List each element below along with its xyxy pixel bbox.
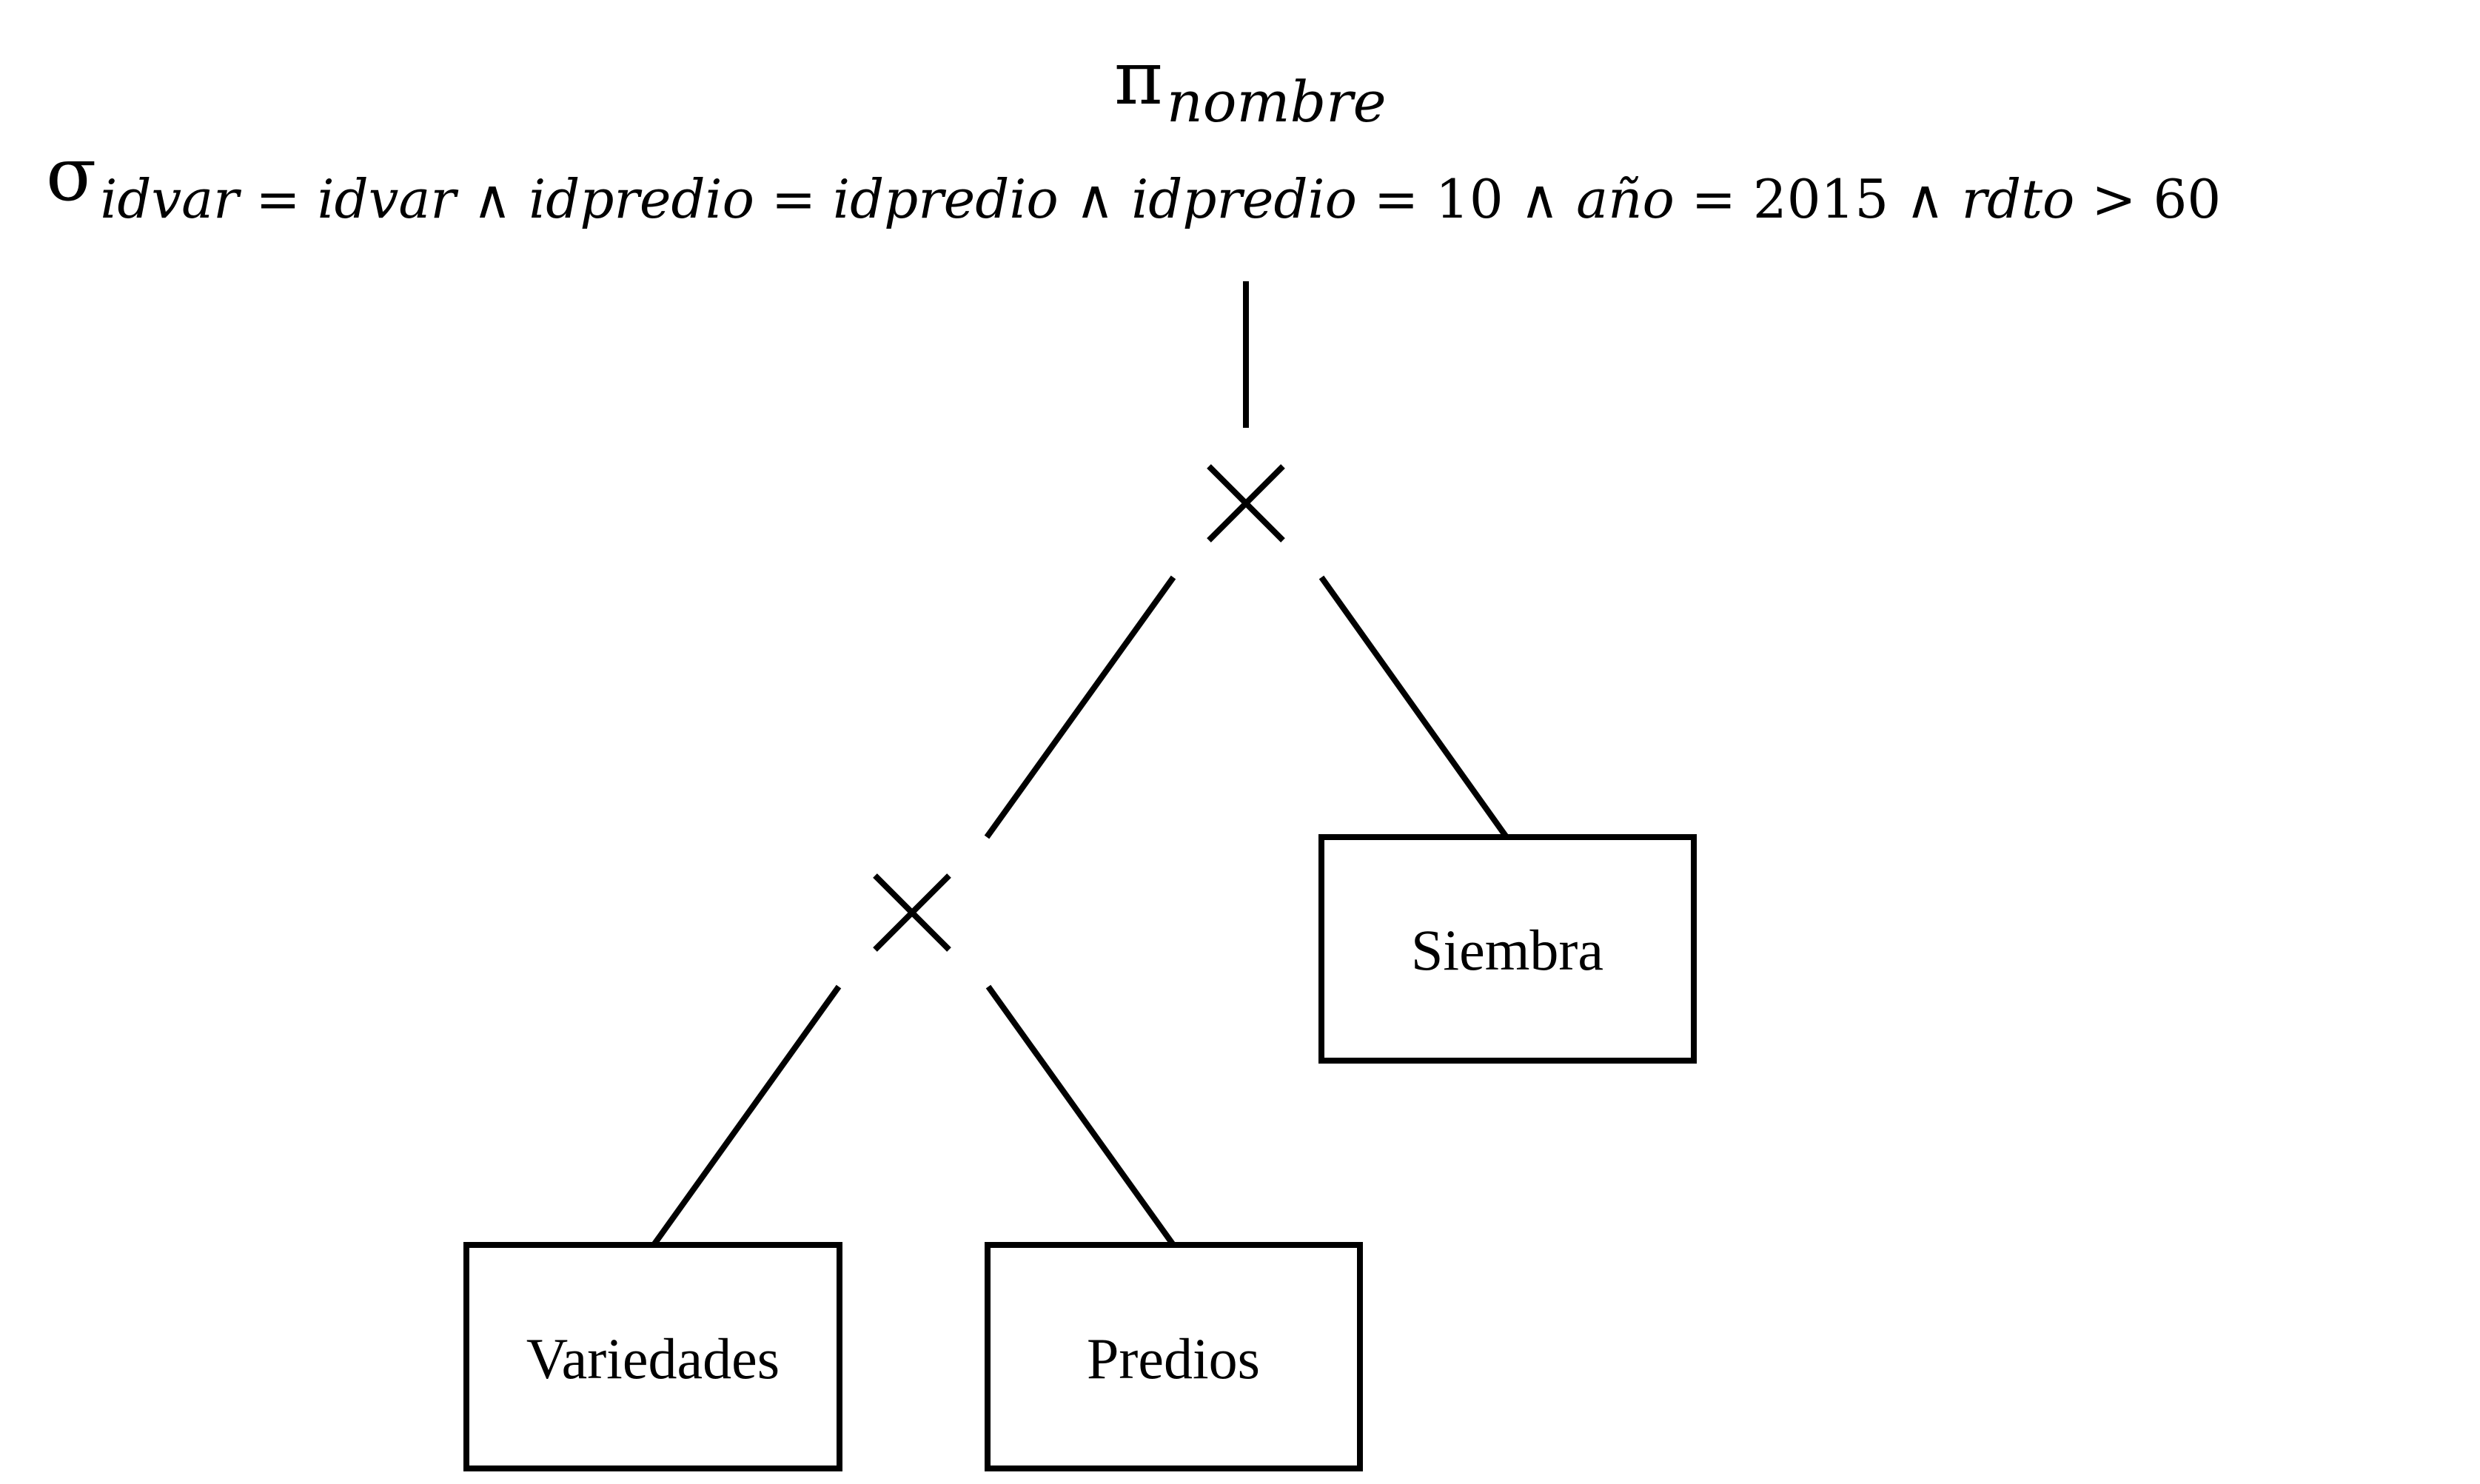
selection-condition-part: rdto <box>1962 168 2075 230</box>
edge-lower-join-to-variedades <box>651 984 842 1247</box>
projection-symbol: π <box>1114 35 1163 121</box>
selection-condition-part: = <box>754 168 833 230</box>
selection-condition-part: = 2015 ∧ <box>1675 168 1962 230</box>
selection-condition-part: ∧ <box>456 168 529 230</box>
svg-text:σ idvar = idvar ∧ idpred: σ idvar = idvar ∧ idpredio = idpredio ∧ … <box>46 131 2221 230</box>
projection-subscript: nombre <box>1167 69 1387 135</box>
relation-predios-label: Predios <box>1087 1326 1260 1391</box>
svg-text:π nombre: π nombre <box>1114 35 1387 135</box>
selection-condition-part: > 60 <box>2074 168 2221 230</box>
selection-condition-part: = <box>239 168 318 230</box>
edge-top-join-to-lower-join <box>984 575 1176 839</box>
edge-lower-join-to-predios <box>985 984 1176 1247</box>
selection-condition-part: idpredio <box>529 168 754 230</box>
relation-variedades: Variedades <box>463 1242 842 1471</box>
selection-symbol: σ <box>46 131 96 218</box>
selection-node: σ idvar = idvar ∧ idpredio = idpredio ∧ … <box>46 131 2221 230</box>
relation-predios: Predios <box>985 1242 1363 1471</box>
selection-condition-part: idvar <box>318 168 459 230</box>
projection-node: π nombre <box>1114 35 1387 135</box>
selection-condition-part: idpredio <box>1131 168 1357 230</box>
selection-condition-part: = 10 ∧ <box>1357 168 1576 230</box>
top-join-cross-icon <box>1207 464 1285 543</box>
selection-condition-part: año <box>1576 168 1675 230</box>
selection-condition-part: idvar <box>100 168 241 230</box>
selection-condition-part: ∧ <box>1059 168 1131 230</box>
relation-siembra-label: Siembra <box>1411 918 1603 982</box>
selection-condition: idvar = idvar ∧ idpredio = idpredio ∧ id… <box>100 168 2221 230</box>
relation-siembra: Siembra <box>1318 834 1697 1064</box>
lower-join-cross-icon <box>873 873 951 952</box>
selection-condition-part: idpredio <box>833 168 1059 230</box>
edge-top-join-to-siembra <box>1318 575 1509 839</box>
relation-variedades-label: Variedades <box>526 1326 780 1391</box>
